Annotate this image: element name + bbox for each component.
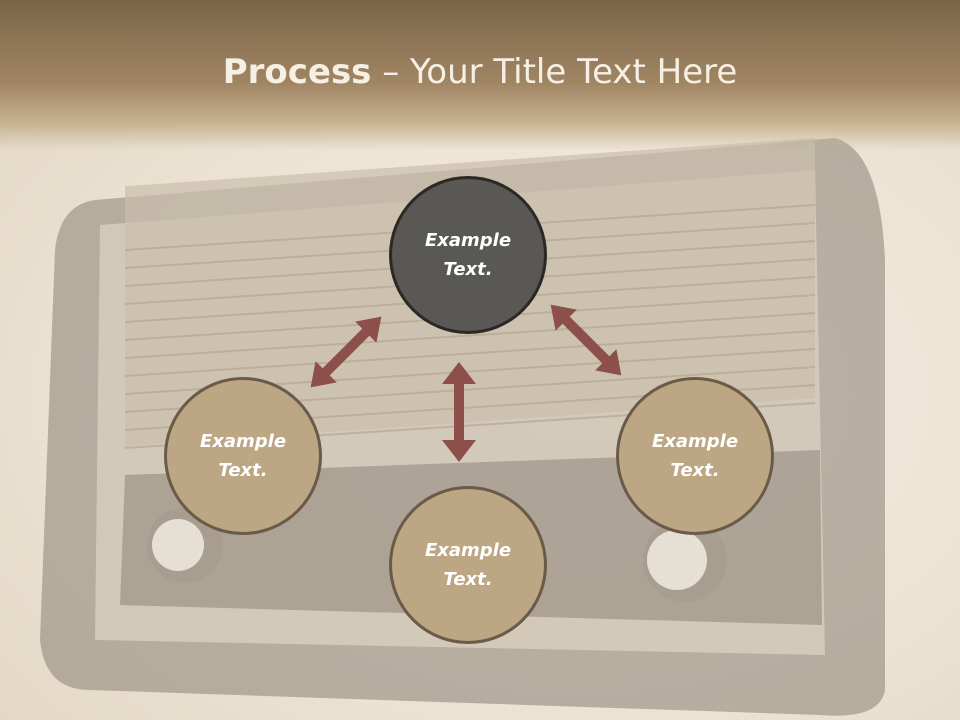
title-rest: – Your Title Text Here	[371, 52, 738, 92]
node-bottom-label: Example Text.	[424, 540, 512, 590]
node-right-label: Example Text.	[651, 431, 739, 481]
node-left-label: Example Text.	[199, 431, 287, 481]
node-bottom[interactable]: Example Text.	[389, 486, 547, 644]
node-right[interactable]: Example Text.	[616, 377, 774, 535]
node-top[interactable]: Example Text.	[389, 176, 547, 334]
node-top-label: Example Text.	[424, 230, 512, 280]
title-bar	[0, 0, 960, 150]
title-bold: Process	[222, 52, 372, 92]
slide-title: Process – Your Title Text Here	[0, 52, 960, 92]
node-left[interactable]: Example Text.	[164, 377, 322, 535]
